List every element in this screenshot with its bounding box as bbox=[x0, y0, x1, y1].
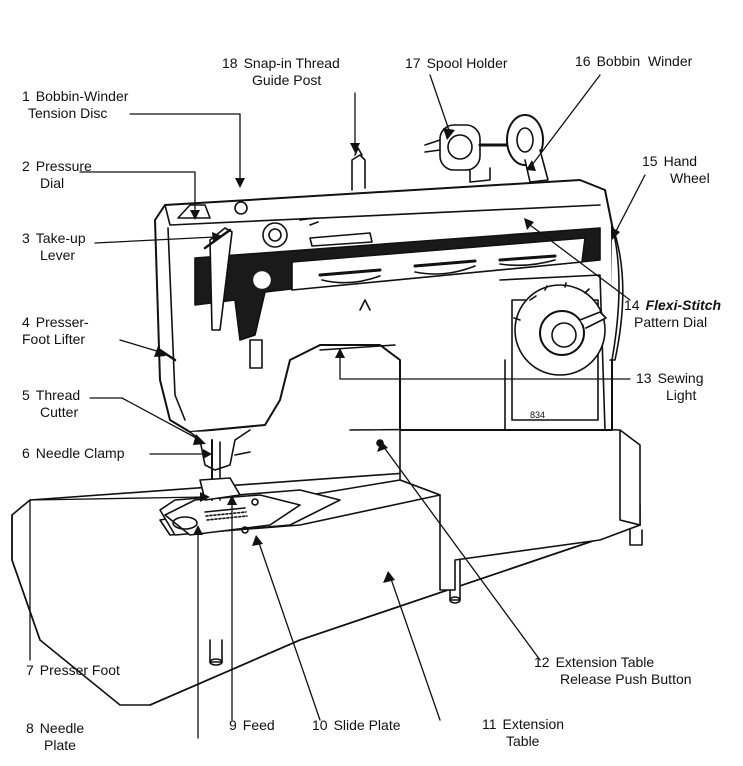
label-text: Sewing bbox=[657, 370, 704, 386]
label-text: Presser- bbox=[35, 314, 89, 330]
needle-head bbox=[158, 339, 263, 501]
label-text: Flexi-Stitch bbox=[645, 297, 722, 313]
label-text-2: Table bbox=[506, 733, 540, 749]
top-fixtures bbox=[351, 114, 549, 191]
label-text: Extension Table bbox=[555, 654, 655, 670]
label-snap-in-thread-guide-post: 18 Snap-in Thread Guide Post bbox=[222, 55, 340, 89]
label-text-2: Wheel bbox=[670, 170, 710, 186]
label-text: Take-up bbox=[35, 230, 86, 246]
label-needle-clamp: 6 Needle Clamp bbox=[22, 445, 125, 462]
hand-wheel-art bbox=[609, 224, 624, 361]
label-text: Presser Foot bbox=[39, 662, 120, 678]
label-extension-table-release: 12 Extension Table Release Push Button bbox=[534, 654, 692, 688]
label-sewing-light: 13 Sewing Light bbox=[636, 370, 704, 404]
label-number: 12 bbox=[534, 654, 550, 670]
label-number: 10 bbox=[312, 717, 328, 733]
label-bobbin-winder: 16 Bobbin Winder bbox=[575, 53, 692, 70]
label-text: Pressure bbox=[35, 158, 92, 174]
label-text-2: Dial bbox=[40, 175, 65, 191]
label-number: 14 bbox=[624, 297, 640, 313]
label-number: 6 bbox=[22, 445, 30, 461]
label-number: 1 bbox=[22, 88, 30, 104]
label-text-2: Pattern Dial bbox=[634, 314, 708, 330]
label-number: 2 bbox=[22, 158, 30, 174]
label-presser-foot-lifter: 4 Presser- Foot Lifter bbox=[22, 314, 89, 348]
leader-lines bbox=[29, 74, 646, 739]
label-bobbin-winder-tension-disc: 1 Bobbin-Winder Tension Disc bbox=[22, 88, 128, 122]
label-text: Thread bbox=[35, 387, 81, 403]
control-panel bbox=[194, 227, 601, 341]
label-needle-plate: 8 Needle Plate bbox=[26, 720, 84, 754]
label-text: Feed bbox=[242, 717, 275, 733]
label-extension-table: 11 Extension Table bbox=[482, 716, 564, 750]
label-text-2: Release Push Button bbox=[560, 671, 692, 687]
label-take-up-lever: 3 Take-up Lever bbox=[22, 230, 86, 264]
label-text: Spool Holder bbox=[426, 55, 508, 71]
label-text: Needle bbox=[39, 720, 85, 736]
label-number: 18 bbox=[222, 55, 238, 71]
sewing-light-art bbox=[319, 344, 396, 351]
label-text-2: Foot Lifter bbox=[22, 331, 86, 347]
label-number: 4 bbox=[22, 314, 30, 330]
label-hand-wheel: 15 Hand Wheel bbox=[642, 153, 710, 187]
label-number: 15 bbox=[642, 153, 658, 169]
label-number: 11 bbox=[482, 716, 497, 732]
label-text-2: Guide Post bbox=[252, 72, 322, 88]
pattern-dial-art bbox=[513, 282, 607, 376]
label-number: 8 bbox=[26, 720, 34, 736]
label-text-2: Light bbox=[666, 387, 697, 403]
label-number: 5 bbox=[22, 387, 30, 403]
label-text: Bobbin Winder bbox=[596, 53, 693, 69]
label-pressure-dial: 2 Pressure Dial bbox=[22, 158, 92, 192]
label-text: Needle Clamp bbox=[35, 445, 125, 461]
label-number: 3 bbox=[22, 230, 30, 246]
label-text: Hand bbox=[663, 153, 698, 169]
label-number: 17 bbox=[405, 55, 421, 71]
label-text-2: Lever bbox=[40, 247, 76, 263]
label-text-2: Cutter bbox=[40, 404, 79, 420]
label-number: 7 bbox=[26, 662, 34, 678]
label-slide-plate: 10 Slide Plate bbox=[312, 717, 401, 734]
label-text: Snap-in Thread bbox=[243, 55, 340, 71]
label-presser-foot: 7 Presser Foot bbox=[26, 662, 120, 679]
label-feed: 9 Feed bbox=[229, 717, 275, 734]
label-thread-cutter: 5 Thread Cutter bbox=[22, 387, 80, 421]
label-text-2: Plate bbox=[44, 737, 76, 753]
label-flexi-stitch-pattern-dial: 14 Flexi-Stitch Pattern Dial bbox=[624, 297, 721, 331]
label-spool-holder: 17 Spool Holder bbox=[405, 55, 508, 72]
label-text: Bobbin-Winder bbox=[35, 88, 129, 104]
machine-badge: 834 bbox=[530, 410, 546, 420]
leader-arrows bbox=[154, 128, 620, 583]
label-text: Extension bbox=[502, 716, 565, 732]
label-text: Slide Plate bbox=[333, 717, 401, 733]
label-text-2: Tension Disc bbox=[28, 105, 108, 121]
label-number: 16 bbox=[575, 53, 591, 69]
label-number: 13 bbox=[636, 370, 652, 386]
top-left-controls bbox=[177, 201, 373, 248]
label-number: 9 bbox=[229, 717, 237, 733]
